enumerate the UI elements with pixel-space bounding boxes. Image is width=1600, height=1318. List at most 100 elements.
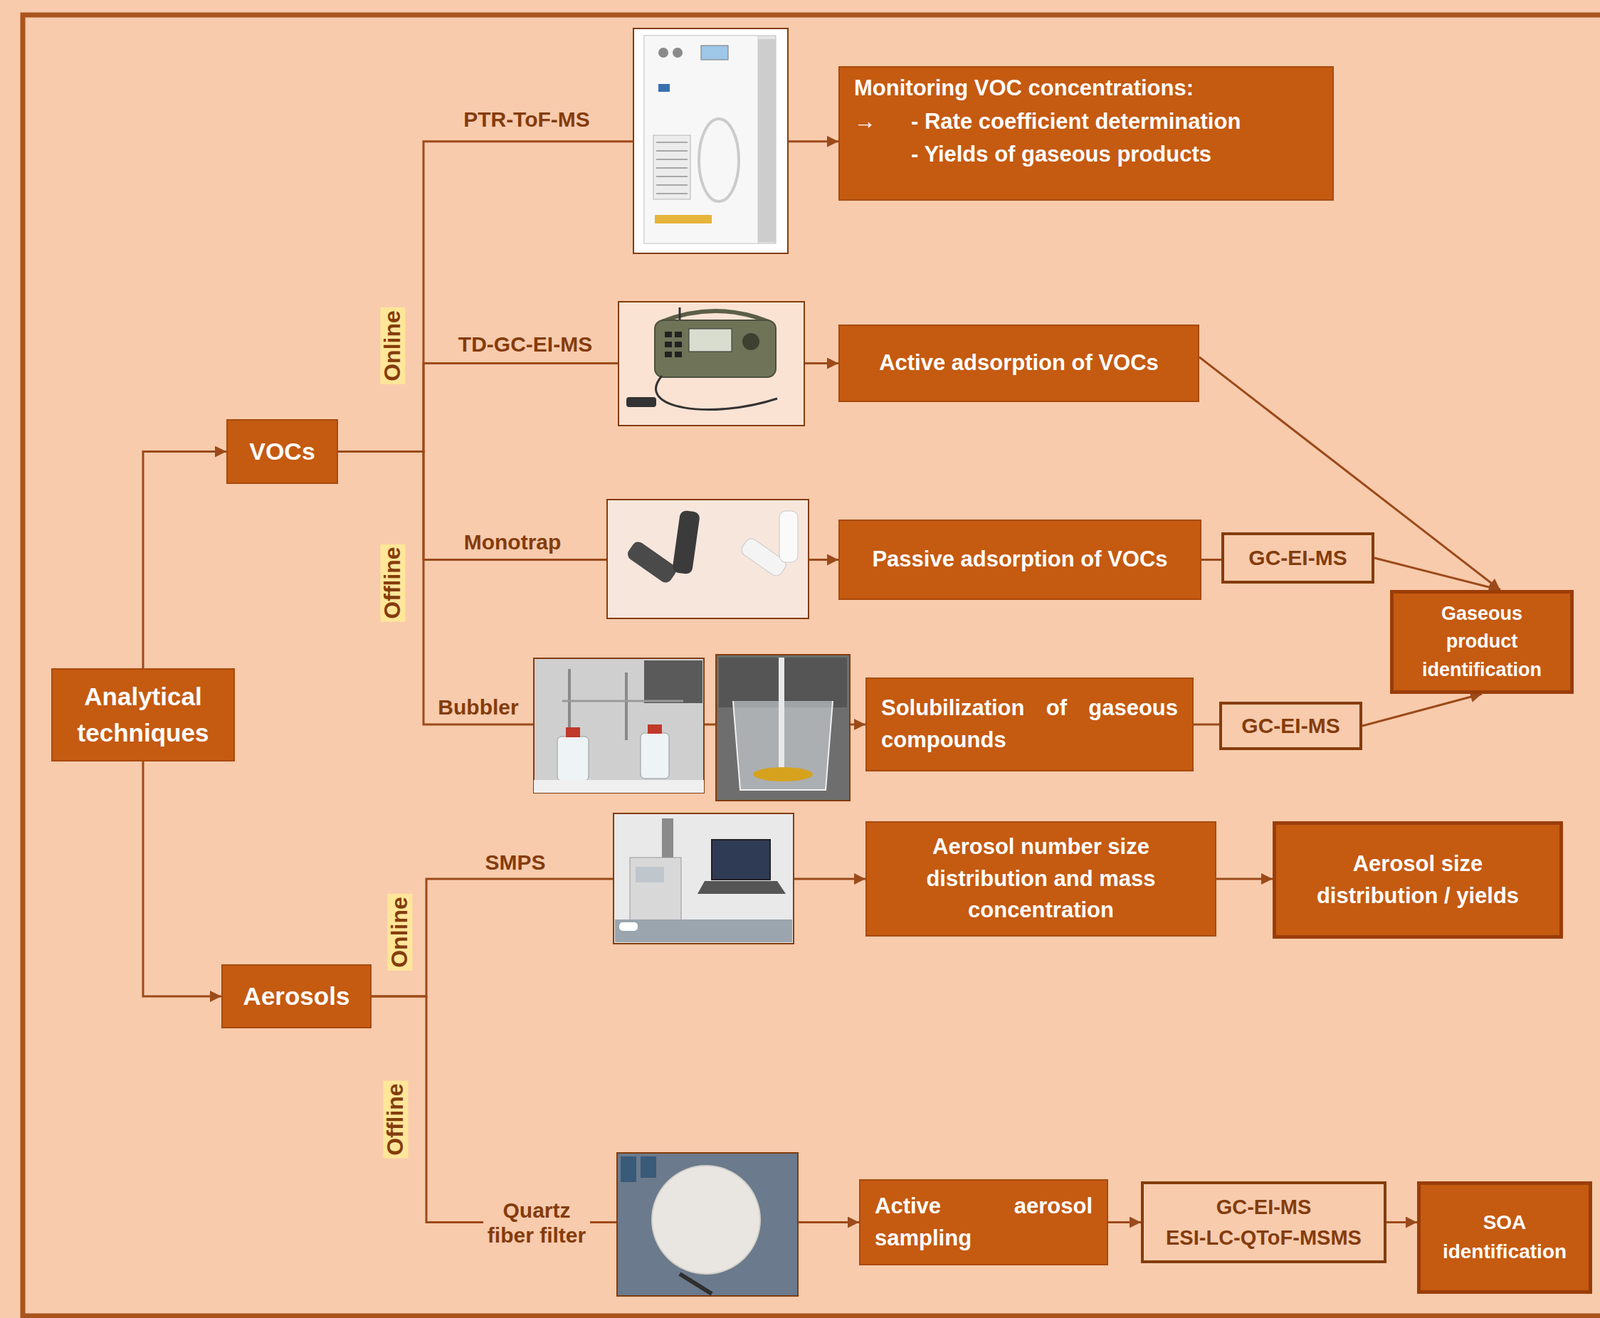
process-box: Active aerosol sampling xyxy=(859,1179,1109,1266)
quartz-filter-photo xyxy=(620,1156,637,1183)
method-box: GC-EI-MS xyxy=(1219,701,1363,751)
connector xyxy=(1108,1221,1141,1224)
edge-label: SMPS xyxy=(484,850,546,876)
bubbler-glass-photo xyxy=(716,654,850,801)
ptr-tof-ms-photo xyxy=(653,135,691,200)
node-text: GC-EI-MS xyxy=(1152,1192,1376,1223)
td-gc-device-photo xyxy=(618,301,805,426)
ptr-tof-ms-photo xyxy=(758,39,776,242)
ptr-tof-ms-photo xyxy=(644,35,759,244)
node-text: VOCs xyxy=(234,434,330,470)
outer-frame xyxy=(22,14,1600,1317)
ptr-tof-ms-photo xyxy=(654,214,712,224)
node-text: GC-EI-MS xyxy=(1229,710,1353,742)
ptr-tof-ms-photo xyxy=(698,118,739,202)
category-box: VOCs xyxy=(226,419,339,484)
result-box: Gaseous product identification xyxy=(1390,590,1574,694)
node-text: → xyxy=(854,105,897,139)
edge-label: TD-GC-EI-MS xyxy=(458,332,593,358)
node-text: Monitoring VOC concentrations: xyxy=(854,71,1319,106)
connector xyxy=(1193,723,1220,726)
process-box: Active adsorption of VOCs xyxy=(838,324,1200,403)
node-text: Passive adsorption of VOCs xyxy=(854,543,1186,576)
bubbler-setup-photo xyxy=(640,733,670,779)
smps-photo xyxy=(613,813,794,944)
td-gc-device-photo xyxy=(656,375,778,410)
process-box: Passive adsorption of VOCs xyxy=(838,519,1202,600)
smps-photo xyxy=(614,919,793,943)
mode-label: Offline xyxy=(380,543,405,622)
mode-label: Online xyxy=(387,893,413,971)
quartz-filter-photo xyxy=(617,1153,798,1297)
result-box: SOA identification xyxy=(1417,1181,1593,1294)
td-gc-device-photo xyxy=(664,351,672,358)
node-text: Gaseous product identification xyxy=(1406,600,1558,684)
connector xyxy=(1216,878,1273,881)
connector xyxy=(1362,693,1482,726)
bubbler-glass-photo xyxy=(778,657,785,773)
monotrap-photo xyxy=(671,509,701,575)
node-text: - Rate coefficient determination xyxy=(911,105,1319,139)
bubbler-setup-photo xyxy=(624,672,628,741)
bubbler-setup-photo xyxy=(533,658,704,793)
bubbler-glass-photo xyxy=(753,767,813,782)
node-text: Aerosol number size distribution and mas… xyxy=(881,831,1201,928)
node-text: Aerosols xyxy=(229,978,363,1015)
connector xyxy=(1374,558,1501,591)
quartz-filter-photo xyxy=(617,1153,798,1297)
result-box: Aerosol size distribution / yields xyxy=(1272,821,1563,939)
node-text: - Yields of gaseous products xyxy=(911,138,1319,172)
bubbler-setup-photo xyxy=(644,660,703,704)
node-text: SOA identification xyxy=(1430,1208,1579,1267)
bubbler-setup-photo xyxy=(557,736,589,781)
monotrap-photo xyxy=(607,499,809,619)
td-gc-device-photo xyxy=(674,351,682,358)
result-box: Monitoring VOC concentrations:→ - Rate co… xyxy=(838,66,1334,201)
node-text: Active aerosol sampling xyxy=(874,1190,1093,1255)
monotrap-photo xyxy=(624,539,679,586)
bubbler-setup-photo xyxy=(647,724,662,734)
monotrap-photo xyxy=(779,511,798,563)
td-gc-device-photo xyxy=(654,320,776,378)
process-box: Aerosol number size distribution and mas… xyxy=(865,821,1217,937)
method-box: GC-EI-MS xyxy=(1221,532,1375,584)
node-text: Analytical techniques xyxy=(61,679,225,752)
node-text: GC-EI-MS xyxy=(1231,542,1365,574)
node-text: Active adsorption of VOCs xyxy=(854,347,1184,380)
connector xyxy=(143,761,222,997)
ptr-tof-ms-photo xyxy=(658,83,670,92)
td-gc-device-photo xyxy=(618,301,805,426)
smps-photo xyxy=(629,857,682,921)
connector xyxy=(1199,357,1501,591)
bubbler-setup-photo xyxy=(562,700,684,703)
ptr-tof-ms-photo xyxy=(658,47,669,58)
ptr-tof-ms-photo xyxy=(656,142,688,194)
ptr-tof-ms-photo xyxy=(672,47,683,58)
connector xyxy=(1386,1221,1418,1224)
category-box: Aerosols xyxy=(221,964,372,1029)
root-box: Analytical techniques xyxy=(51,668,235,762)
smps-photo xyxy=(711,839,771,880)
method-box: GC-EI-MSESI-LC-QToF-MSMS xyxy=(1140,1181,1387,1264)
edge-label: Quartz fiber filter xyxy=(483,1198,591,1248)
node-text: Solubilization of gaseous compounds xyxy=(881,692,1178,757)
node-text: Aerosol size distribution / yields xyxy=(1308,848,1528,913)
connector xyxy=(1201,558,1222,561)
ptr-tof-ms-photo xyxy=(701,45,729,60)
bubbler-setup-photo xyxy=(565,727,581,738)
node-text: ESI-LC-QToF-MSMS xyxy=(1152,1222,1376,1253)
td-gc-device-photo xyxy=(674,341,682,348)
td-gc-device-photo xyxy=(664,341,672,348)
td-gc-device-photo xyxy=(626,397,657,408)
bubbler-setup-photo xyxy=(533,780,704,793)
edge-label: Bubbler xyxy=(437,695,519,721)
connector xyxy=(143,451,227,670)
edge-label: Monotrap xyxy=(464,530,562,556)
bubbler-setup-photo xyxy=(533,658,704,793)
ptr-tof-ms-photo xyxy=(644,35,776,244)
smps-photo xyxy=(697,881,786,894)
monotrap-photo xyxy=(607,499,809,619)
